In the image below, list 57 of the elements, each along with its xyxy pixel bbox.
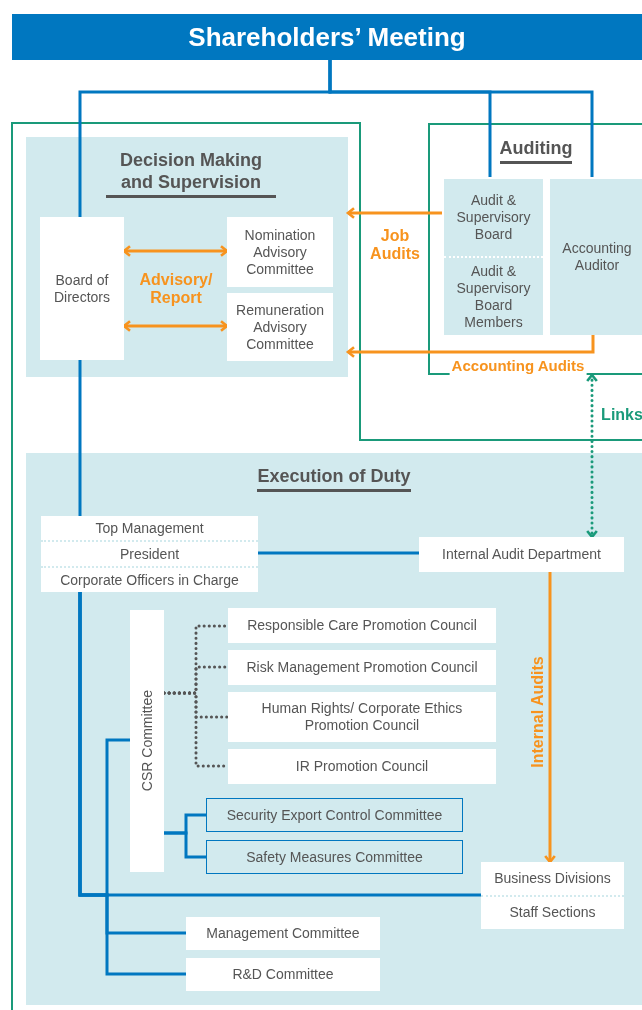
unit-label: Security Export Control Committee — [226, 806, 443, 824]
arrow — [346, 206, 442, 220]
unit-label: Staff Sections — [509, 904, 596, 922]
arrow — [122, 319, 229, 333]
unit-label: Safety Measures Committee — [246, 848, 423, 866]
unit-label: Human Rights/ Corporate Ethics Promotion Council — [260, 700, 464, 734]
connector-line — [78, 360, 82, 516]
arrow — [346, 333, 595, 359]
edge-label: Accounting Audits — [449, 357, 587, 375]
unit-label: Business Divisions — [494, 869, 611, 887]
unit-box — [206, 798, 463, 832]
connector-line — [258, 551, 419, 555]
unit-label: Internal Audit Department — [442, 546, 601, 563]
arrow — [122, 244, 229, 258]
unit-label: Management Committee — [206, 925, 360, 942]
unit-label: Remuneration Advisory Committee — [235, 301, 325, 353]
section-title: Auditing — [499, 137, 573, 164]
banner-title: Shareholders’ Meeting — [188, 22, 466, 52]
section-panel — [26, 137, 348, 377]
unit-label: Audit & Supervisory Board — [455, 192, 532, 243]
unit-box — [481, 862, 624, 929]
section-title: Decision Making and Supervision — [106, 149, 276, 198]
unit-box — [228, 692, 496, 742]
unit-box — [130, 610, 164, 872]
unit-box — [228, 650, 496, 685]
unit-box — [444, 179, 543, 335]
unit-box — [186, 917, 380, 950]
unit-label: Responsible Care Promotion Council — [247, 617, 477, 634]
unit-box — [419, 537, 624, 572]
unit-box — [228, 749, 496, 784]
unit-box — [550, 179, 642, 335]
unit-label: CSR Committee — [138, 690, 156, 792]
unit-label: Risk Management Promotion Council — [246, 659, 478, 676]
unit-label: Top Management — [95, 519, 204, 537]
unit-label: Corporate Officers in Charge — [60, 571, 239, 589]
unit-box — [206, 840, 463, 874]
section-title: Execution of Duty — [257, 465, 411, 492]
unit-box — [41, 516, 258, 592]
unit-label: IR Promotion Council — [295, 758, 429, 775]
unit-label: Nomination Advisory Committee — [243, 226, 317, 278]
unit-box — [227, 217, 333, 287]
connector-line — [164, 831, 206, 859]
unit-box — [228, 608, 496, 643]
unit-label: Board of Directors — [53, 271, 111, 306]
arrow — [585, 373, 599, 539]
section-panel — [428, 123, 642, 375]
unit-label: R&D Committee — [232, 966, 334, 983]
banner-box — [12, 14, 642, 60]
unit-box — [227, 293, 333, 361]
arrow — [543, 572, 557, 864]
unit-label: President — [119, 545, 180, 563]
section-panel — [26, 453, 642, 1005]
unit-label: Accounting Auditor — [561, 240, 633, 274]
unit-box — [40, 217, 124, 360]
connector-line — [328, 60, 594, 177]
unit-label: Audit & Supervisory Board Members — [455, 262, 532, 331]
unit-box — [186, 958, 380, 991]
